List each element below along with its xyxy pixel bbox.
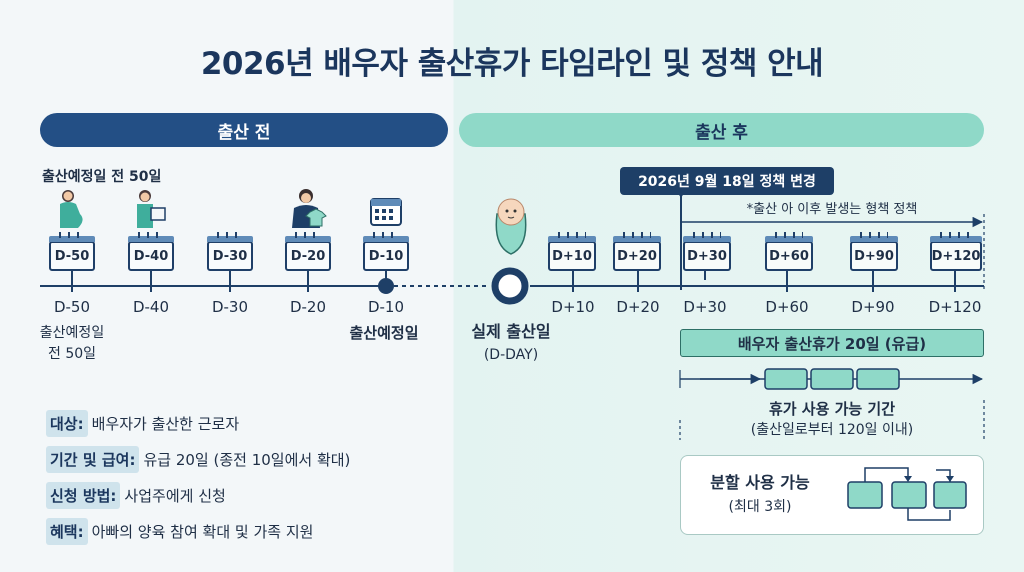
info-value: 유급 20일 (종전 10일에서 확대) bbox=[143, 451, 351, 469]
tick-d+30: D+30 bbox=[683, 298, 727, 316]
info-key: 혜택: bbox=[46, 518, 88, 545]
calendar-d-20: D-20 bbox=[285, 232, 331, 271]
calendar-d+90: D+90 bbox=[850, 232, 898, 271]
pregnant-woman-icon bbox=[60, 190, 83, 228]
calendar-d+60: D+60 bbox=[765, 232, 813, 271]
person-with-box-icon bbox=[137, 190, 166, 228]
info-target: 대상: 배우자가 출산한 근로자 bbox=[46, 410, 239, 437]
note-50-days: 출산예정일 전 50일 bbox=[42, 169, 162, 185]
band-before-birth: 출산 전 bbox=[40, 113, 448, 147]
tick-d-20: D-20 bbox=[289, 298, 327, 316]
leave-bar: 배우자 출산휴가 20일 (유급) bbox=[680, 329, 984, 357]
calendar-d+30: D+30 bbox=[683, 232, 731, 271]
calendar-d-50: D-50 bbox=[49, 232, 95, 271]
info-value: 아빠의 양육 참여 확대 및 가족 지원 bbox=[91, 523, 314, 541]
split-label: 분할 사용 가능 bbox=[710, 473, 810, 492]
tick-d-10: D-10 bbox=[367, 298, 405, 316]
calendar-d-40: D-40 bbox=[128, 232, 174, 271]
info-period-pay: 기간 및 급여: 유급 20일 (종전 10일에서 확대) bbox=[46, 446, 350, 473]
person-holding-clothes-icon bbox=[292, 189, 327, 228]
band-after-birth: 출산 후 bbox=[459, 113, 984, 147]
calendar-d-10: D-10 bbox=[363, 232, 409, 271]
dday-sub: (D-DAY) bbox=[483, 347, 539, 363]
tick-d-30: D-30 bbox=[211, 298, 249, 316]
info-key: 신청 방법: bbox=[46, 482, 121, 509]
period-label: 휴가 사용 가능 기간 bbox=[768, 400, 896, 418]
calendar-icon bbox=[370, 198, 402, 226]
baby-icon bbox=[495, 198, 527, 255]
tick-d+60: D+60 bbox=[765, 298, 809, 316]
tick-d+10: D+10 bbox=[551, 298, 595, 316]
split-sub: (최대 3회) bbox=[728, 499, 792, 515]
info-value: 사업주에게 신청 bbox=[124, 487, 226, 505]
tick-d-50: D-50 bbox=[53, 298, 91, 316]
tick-d-40: D-40 bbox=[132, 298, 170, 316]
policy-change-badge: 2026년 9월 18일 정책 변경 bbox=[620, 167, 834, 195]
calendar-d+20: D+20 bbox=[613, 232, 661, 271]
info-value: 배우자가 출산한 근로자 bbox=[91, 415, 240, 433]
split-arrows-icon bbox=[847, 467, 967, 521]
tick-sub-line2: 전 50일 bbox=[47, 346, 97, 362]
tick-d+20: D+20 bbox=[616, 298, 660, 316]
info-application: 신청 방법: 사업주에게 신청 bbox=[46, 482, 226, 509]
calendar-d+10: D+10 bbox=[548, 232, 596, 271]
calendar-d-30: D-30 bbox=[207, 232, 253, 271]
tick-d+90: D+90 bbox=[851, 298, 895, 316]
page-title: 2026년 배우자 출산휴가 타임라인 및 정책 안내 bbox=[200, 46, 824, 82]
info-key: 대상: bbox=[46, 410, 88, 437]
due-date-label: 출산예정일 bbox=[349, 324, 419, 342]
leave-segments bbox=[764, 368, 900, 390]
timeline-circle-icon bbox=[491, 267, 529, 305]
tick-d+120: D+120 bbox=[928, 298, 982, 316]
info-key: 기간 및 급여: bbox=[46, 446, 140, 473]
policy-note: *출산 아 이후 발생는 형책 정책 bbox=[746, 202, 918, 217]
tick-sub-line1: 출산예정일 bbox=[39, 325, 105, 341]
period-sub: (출산일로부터 120일 이내) bbox=[750, 422, 914, 438]
info-benefit: 혜택: 아빠의 양육 참여 확대 및 가족 지원 bbox=[46, 518, 313, 545]
due-date-dot bbox=[378, 278, 394, 294]
dday-label: 실제 출산일 bbox=[471, 322, 551, 341]
calendar-d+120: D+120 bbox=[930, 232, 982, 271]
